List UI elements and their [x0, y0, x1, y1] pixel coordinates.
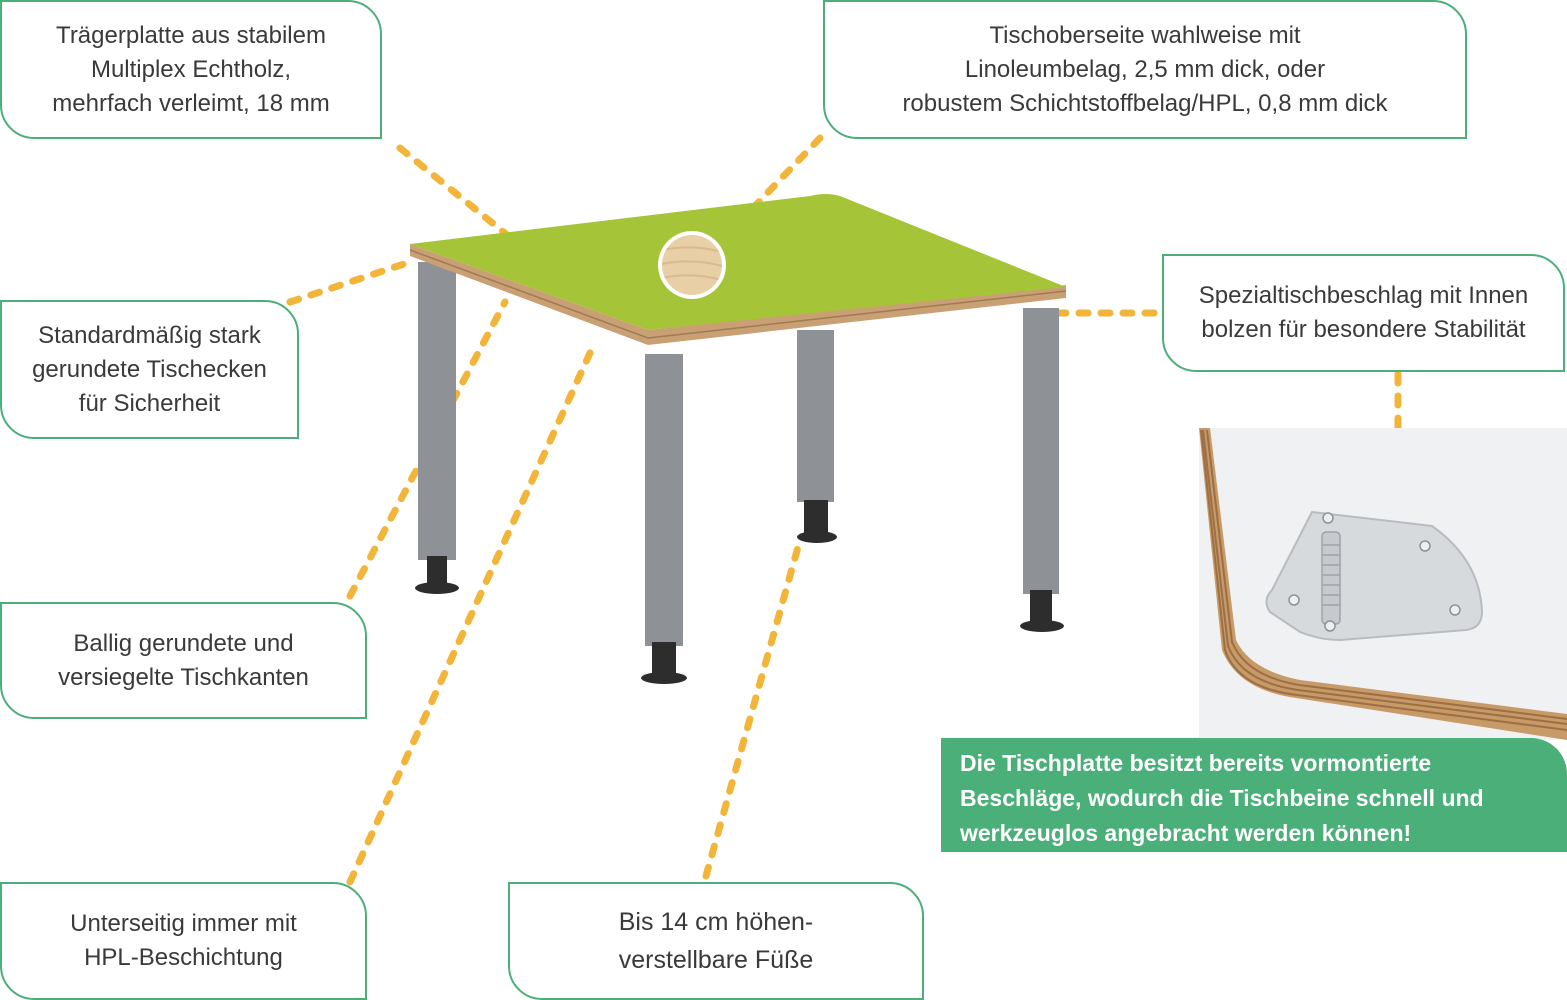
callout-table-top-text: Tischoberseite wahlweise mit Linoleumbel… — [902, 21, 1388, 117]
leg-back-middle — [797, 330, 837, 543]
callout-carrier-plate-text: Trägerplatte aus stabilem Multiplex Echt… — [52, 21, 330, 117]
leader-rounded-corners — [286, 258, 414, 306]
callout-feet: Bis 14 cm höhen- verstellbare Füße — [508, 882, 924, 1000]
detail-bolt — [1321, 531, 1341, 625]
callout-underside: Unterseitig immer mit HPL-Beschichtung — [0, 882, 367, 1000]
leg-front-right — [1020, 308, 1064, 632]
leader-feet — [702, 536, 804, 880]
tabletop-surface — [410, 194, 1066, 330]
preassembled-note: Die Tischplatte besitzt bereits vormonti… — [941, 738, 1567, 852]
callout-table-top: Tischoberseite wahlweise mit Linoleumbel… — [823, 0, 1467, 139]
callout-rounded-corners: Standardmäßig stark gerundete Tischecken… — [0, 300, 299, 439]
callout-rounded-corners-text: Standardmäßig stark gerundete Tischecken… — [32, 321, 267, 417]
callout-special-fitting: Spezialtischbeschlag mit Innen bolzen fü… — [1162, 254, 1565, 372]
callout-carrier-plate: Trägerplatte aus stabilem Multiplex Echt… — [0, 0, 382, 139]
leader-underside — [346, 338, 599, 886]
callout-edges: Ballig gerundete und versiegelte Tischka… — [0, 602, 367, 719]
wood-swatch — [658, 231, 726, 299]
callout-underside-text: Unterseitig immer mit HPL-Beschichtung — [70, 910, 297, 971]
leg-front-left — [641, 354, 687, 684]
callout-special-fitting-text: Spezialtischbeschlag mit Innen bolzen fü… — [1198, 282, 1529, 343]
callout-feet-text: Bis 14 cm höhen- verstellbare Füße — [618, 908, 814, 974]
callout-edges-text: Ballig gerundete und versiegelte Tischka… — [58, 629, 309, 691]
tabletop-edge-lines — [409, 249, 1067, 339]
leg-back-left — [415, 262, 459, 594]
tabletop-edge — [410, 244, 1066, 345]
table-illustration — [409, 194, 1067, 684]
fitting-detail-image — [1199, 428, 1567, 740]
